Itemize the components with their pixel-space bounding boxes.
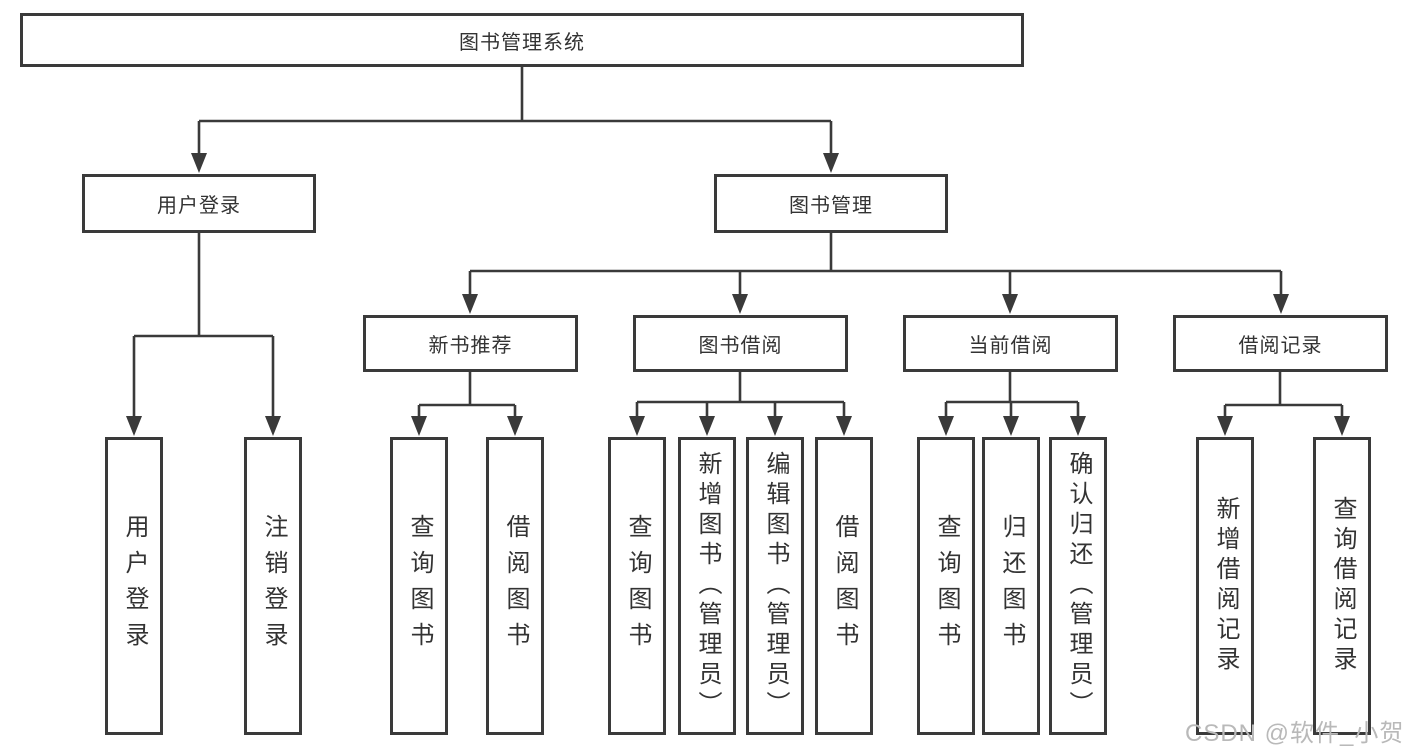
leaf-label: 编辑图书（管理员） [762,451,789,721]
leaf-add-books-admin: 新增图书（管理员） [678,437,736,735]
leaf-label: 查询图书 [406,514,433,658]
arrow-down-icon [126,416,142,436]
connector-book-split [462,233,1289,314]
leaf-label: 归还图书 [998,514,1025,658]
arrow-down-icon [1334,416,1350,436]
connector-borrow-group [629,372,852,436]
leaf-user-login: 用户登录 [105,437,163,735]
leaf-label: 确认归还（管理员） [1065,451,1092,721]
leaf-label: 查询借阅记录 [1329,496,1356,676]
arrow-down-icon [411,416,427,436]
leaf-query-books-borrow: 查询图书 [608,437,666,735]
arrow-down-icon [1217,416,1233,436]
node-current-borrow: 当前借阅 [903,315,1118,372]
node-book-management: 图书管理 [714,174,948,233]
connector-records-group [1217,372,1350,436]
node-book-borrow: 图书借阅 [633,315,848,372]
leaf-label: 借阅图书 [831,514,858,658]
leaf-return-books: 归还图书 [982,437,1040,735]
arrow-down-icon [265,416,281,436]
arrow-down-icon [191,153,207,173]
leaf-label: 查询图书 [624,514,651,658]
arrow-down-icon [938,416,954,436]
leaf-label: 注销登录 [260,514,287,658]
arrow-down-icon [629,416,645,436]
leaf-edit-books-admin: 编辑图书（管理员） [746,437,804,735]
connector-user-branch [126,233,281,436]
leaf-query-books-current: 查询图书 [917,437,975,735]
arrow-down-icon [699,416,715,436]
leaf-borrow-books: 借阅图书 [815,437,873,735]
node-root: 图书管理系统 [20,13,1024,67]
leaf-label: 用户登录 [121,514,148,658]
connector-current-group [938,372,1086,436]
arrow-down-icon [1273,294,1289,314]
csdn-watermark: CSDN @软件_小贺同学 [1185,720,1405,747]
leaf-query-borrow-record: 查询借阅记录 [1313,437,1371,735]
arrow-down-icon [823,153,839,173]
arrow-down-icon [1002,294,1018,314]
arrow-down-icon [1070,416,1086,436]
leaf-label: 查询图书 [933,514,960,658]
leaf-borrow-books-recommend: 借阅图书 [486,437,544,735]
arrow-down-icon [462,294,478,314]
leaf-label: 新增图书（管理员） [694,451,721,721]
node-user-login: 用户登录 [82,174,316,233]
connector-recommend-group [411,372,523,436]
leaf-label: 借阅图书 [502,514,529,658]
connector-root-split [191,67,839,173]
arrow-down-icon [732,294,748,314]
arrow-down-icon [1003,416,1019,436]
node-borrow-records: 借阅记录 [1173,315,1388,372]
leaf-label: 新增借阅记录 [1212,496,1239,676]
leaf-logout: 注销登录 [244,437,302,735]
arrow-down-icon [836,416,852,436]
arrow-down-icon [507,416,523,436]
leaf-confirm-return-admin: 确认归还（管理员） [1049,437,1107,735]
node-new-book-recommend: 新书推荐 [363,315,578,372]
arrow-down-icon [767,416,783,436]
leaf-add-borrow-record: 新增借阅记录 [1196,437,1254,735]
leaf-query-books-recommend: 查询图书 [390,437,448,735]
